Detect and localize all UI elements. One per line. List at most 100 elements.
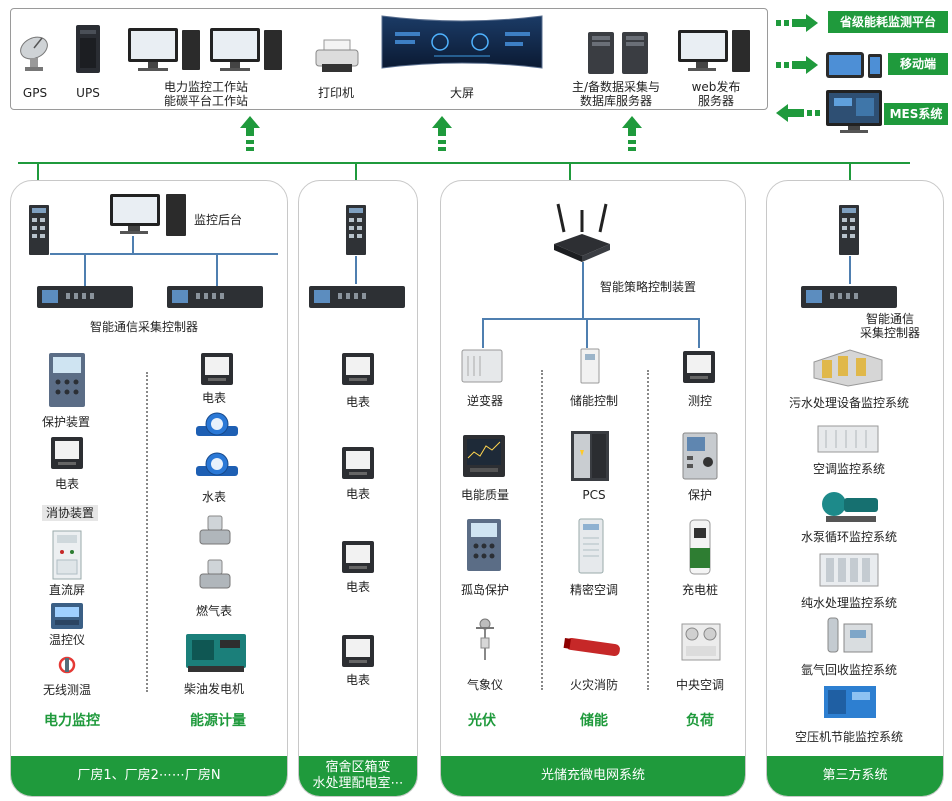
- web-server-computer-icon: [678, 30, 750, 72]
- big-screen-icon: [381, 15, 543, 69]
- panel-factory-footer: 厂房1、厂房2⋯⋯厂房N: [11, 756, 287, 796]
- panel3-drop-line: [586, 318, 588, 348]
- mobile-devices-icon: [826, 52, 882, 78]
- temperature-controller-label: 温控仪: [48, 633, 86, 647]
- uplink-arrow-icon: [622, 116, 642, 151]
- ac-monitoring-label: 空调监控系统: [812, 462, 886, 476]
- air-compressor-monitoring-label: 空压机节能监控系统: [794, 730, 904, 744]
- storage-control-label: 储能控制: [569, 394, 619, 408]
- network-switch-icon: [839, 205, 859, 255]
- fire-suppression-icon: [563, 637, 620, 657]
- gas-meter-icon: [199, 515, 231, 589]
- power-meter-icon: [342, 635, 374, 667]
- protection-relay-label: 保护: [687, 488, 713, 502]
- monitor-backend-label: 监控后台: [194, 213, 243, 227]
- wireless-temp-label: 无线测温: [42, 683, 92, 697]
- monitor-backend-computer-icon: [110, 194, 186, 236]
- diesel-generator-icon: [186, 634, 246, 672]
- energy-metering-group-label: 能源计量: [190, 713, 246, 729]
- web-server-label-1: web发布: [691, 80, 741, 94]
- power-meter-label: 电表: [345, 580, 371, 594]
- temperature-controller-icon: [51, 603, 83, 629]
- power-meter-label: 电表: [345, 487, 371, 501]
- measure-control-label: 测控: [687, 394, 713, 408]
- storage-group-label: 储能: [580, 713, 608, 729]
- comm-controller-device-icon: [167, 286, 263, 308]
- column-divider: [541, 370, 543, 690]
- argon-monitoring-label: 氩气回收监控系统: [800, 663, 898, 677]
- power-meter-icon: [342, 353, 374, 385]
- precision-ac-icon: [578, 518, 604, 574]
- inverter-icon: [461, 349, 503, 383]
- air-conditioning-unit-icon: [817, 425, 879, 453]
- strategy-controller-device-icon: [554, 203, 610, 262]
- precision-ac-label: 精密空调: [569, 583, 619, 597]
- power-meter-label: 电表: [201, 391, 227, 405]
- workstation-label-2: 能碳平台工作站: [163, 94, 249, 108]
- server-icon: [588, 32, 648, 74]
- pump-monitoring-label: 水泵循环监控系统: [800, 530, 898, 544]
- network-switch-icon: [29, 205, 49, 255]
- panel2-controller-link: [355, 256, 357, 284]
- network-switch-icon: [346, 205, 366, 255]
- island-protection-device-icon: [467, 519, 501, 571]
- power-meter-label: 电表: [345, 395, 371, 409]
- panel3-branch-line: [482, 318, 700, 320]
- mes-badge: MES系统: [884, 103, 948, 125]
- gps-label: GPS: [22, 86, 48, 100]
- comm-controller-device-icon: [37, 286, 133, 308]
- mobile-badge: 移动端: [888, 53, 948, 75]
- right-arrow-icon: [776, 56, 818, 74]
- left-arrow-icon: [776, 104, 820, 122]
- ups-icon: [76, 25, 100, 73]
- pcs-cabinet-icon: [571, 431, 609, 481]
- provincial-platform-badge: 省级能耗监测平台: [828, 11, 948, 33]
- bus-drop-line: [569, 162, 571, 192]
- water-meter-label: 水表: [201, 490, 227, 504]
- comm-controller-label: 智能通信采集控制器: [89, 320, 199, 334]
- inverter-label: 逆变器: [466, 394, 504, 408]
- panel-factory: 厂房1、厂房2⋯⋯厂房N: [10, 180, 288, 797]
- comm-controller-device-icon: [801, 286, 897, 308]
- column-divider: [647, 370, 649, 690]
- wireless-temp-sensor-icon: [58, 656, 76, 674]
- power-meter-label: 电表: [345, 673, 371, 687]
- measure-control-icon: [683, 351, 715, 383]
- panel3-trunk-line: [582, 262, 584, 318]
- panel4-controller-label-2: 采集控制器: [859, 326, 921, 340]
- panel-microgrid: 光储充微电网系统: [440, 180, 746, 797]
- central-ac-icon: [681, 623, 721, 661]
- diesel-generator-label: 柴油发电机: [183, 682, 245, 696]
- pure-water-monitoring-label: 纯水处理监控系统: [800, 596, 898, 610]
- power-meter-label: 电表: [54, 477, 80, 491]
- air-compressor-icon: [824, 686, 876, 718]
- panel1-controller-link: [216, 254, 218, 286]
- panel-dormitory: 宿舍区箱变 水处理配电室⋯: [298, 180, 418, 797]
- power-meter-icon: [201, 353, 233, 385]
- power-meter-icon: [51, 437, 83, 469]
- load-group-label: 负荷: [686, 713, 714, 729]
- pv-group-label: 光伏: [468, 713, 496, 729]
- gas-meter-label: 燃气表: [195, 604, 233, 618]
- charging-pile-icon: [689, 519, 711, 575]
- panel-dormitory-footer: 宿舍区箱变 水处理配电室⋯: [299, 756, 417, 796]
- protection-relay-icon: [682, 432, 718, 480]
- workstation-computers-icon: [128, 28, 282, 71]
- panel3-drop-line: [482, 318, 484, 348]
- big-screen-label: 大屏: [449, 86, 475, 100]
- right-arrow-icon: [776, 14, 818, 32]
- protection-device-label: 保护装置: [41, 415, 91, 429]
- sewage-treatment-equipment-icon: [813, 349, 883, 387]
- storage-controller-icon: [580, 348, 600, 384]
- power-meter-icon: [342, 447, 374, 479]
- workstation-label-1: 电力监控工作站: [163, 80, 249, 94]
- panel-third-party-footer: 第三方系统: [767, 756, 943, 796]
- harmonic-device-label: 消协装置: [41, 505, 99, 521]
- web-server-label-2: 服务器: [697, 94, 735, 108]
- fire-suppression-label: 火灾消防: [569, 678, 619, 692]
- weather-station-icon: [476, 618, 494, 660]
- panel1-backend-link: [132, 236, 134, 254]
- panel-dormitory-footer-line2: 水处理配电室⋯: [312, 776, 404, 791]
- water-pump-icon: [822, 492, 878, 522]
- dc-panel-icon: [52, 530, 82, 580]
